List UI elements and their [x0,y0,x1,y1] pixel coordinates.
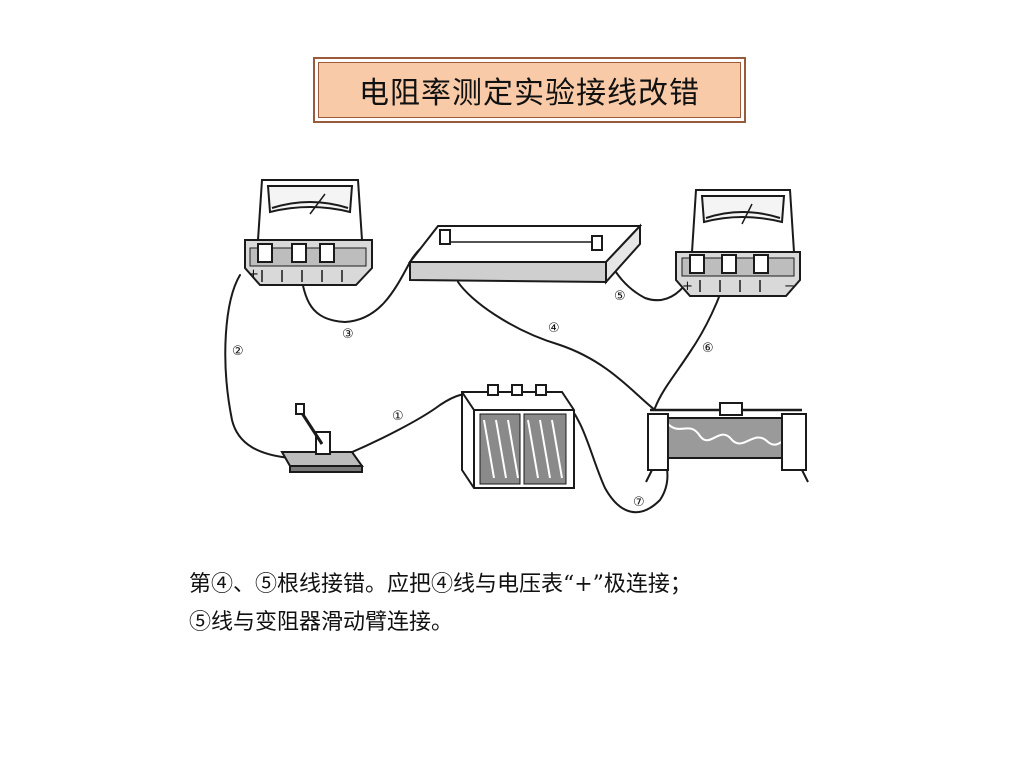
title-banner: 电阻率测定实验接线改错 [318,62,741,118]
wire-label-6: ⑥ [702,341,714,356]
wire-4 [457,281,656,411]
battery [461,384,575,489]
voltmeter-minus-sign: − [784,279,795,294]
wire-labels: ① ② ③ ④ ⑤ ⑥ ⑦ [232,289,714,510]
wire-label-5: ⑤ [614,289,626,304]
ammeter [244,179,373,286]
rheostat [645,402,809,483]
voltmeter [675,189,801,297]
knife-switch [280,403,364,473]
caption-line-2: ⑤线与变阻器滑动臂连接。 [189,610,454,635]
caption: 第④、⑤根线接错。应把④线与电压表“+”极连接； ⑤线与变阻器滑动臂连接。 [189,566,869,642]
wire-label-3: ③ [342,327,354,342]
caption-line-1: 第④、⑤根线接错。应把④线与电压表“+”极连接； [189,572,692,597]
wire-7 [561,397,669,514]
title-box: 电阻率测定实验接线改错 [313,57,746,123]
slide-title: 电阻率测定实验接线改错 [359,76,700,111]
ammeter-plus-sign: + [248,267,259,282]
wire-label-7: ⑦ [633,495,645,510]
wire-2 [224,274,291,459]
wire-label-2: ② [232,344,244,359]
voltmeter-plus-sign: + [682,279,693,294]
wire-label-4: ④ [548,321,560,336]
wire-1 [349,392,479,454]
wire-label-1: ① [392,409,404,424]
resistance-wire-board [407,223,643,285]
